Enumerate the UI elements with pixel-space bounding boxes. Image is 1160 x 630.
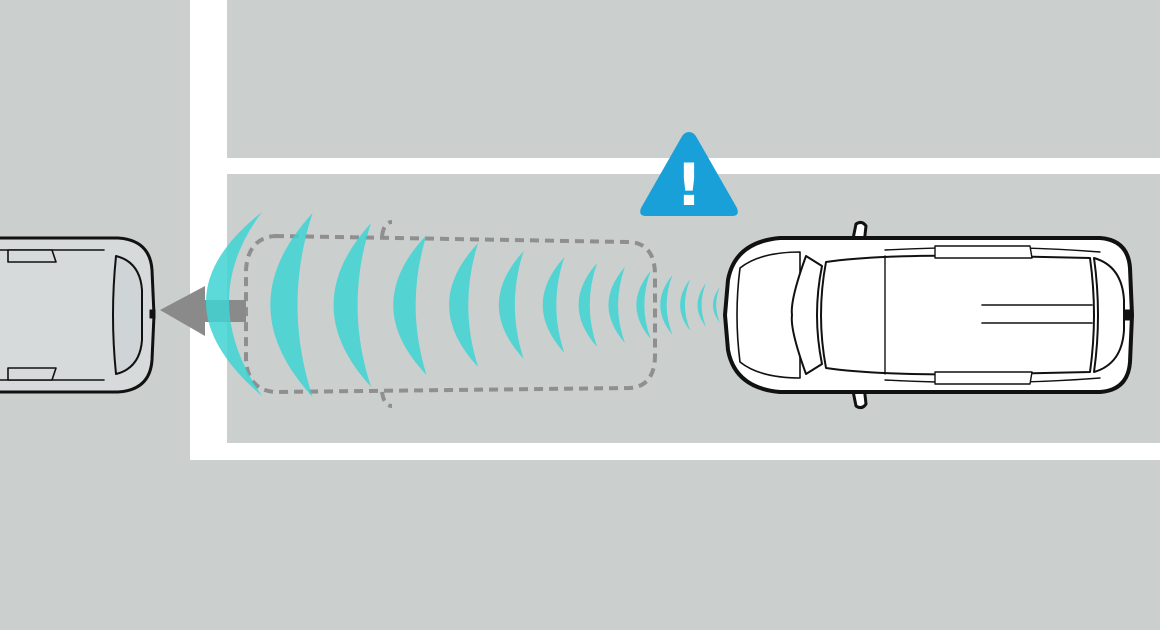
lane-line-horizontal-bottom: [190, 443, 1160, 460]
own-car-rear-window: [1093, 257, 1125, 373]
obstacle-car-mirror-top: [7, 249, 57, 263]
warning-triangle-icon: !: [640, 132, 738, 219]
parking-space-top: [227, 0, 1160, 158]
obstacle-car-bumper-mark: [149, 309, 156, 319]
warning-glyph: !: [676, 151, 702, 219]
arrow-left-icon: [160, 286, 246, 336]
own-car-roof-rails: [981, 304, 1093, 324]
own-car-hood: [736, 251, 801, 379]
sensor-waves: [206, 212, 720, 397]
lane-line-vertical-outer: [190, 0, 227, 460]
sensor-wave-arc-outer: [206, 212, 262, 396]
sensor-wave-arc: [270, 213, 313, 397]
sensor-wave-arc: [636, 271, 651, 339]
own-car-door-panels: [934, 245, 1033, 385]
sensor-wave-arc: [542, 257, 565, 353]
sensor-wave-arc: [578, 263, 598, 347]
sensor-wave-arc: [393, 235, 427, 375]
ghost-car-outline: [244, 220, 657, 408]
sensor-wave-arc: [449, 243, 479, 367]
obstacle-car-mirror-bottom: [7, 367, 57, 381]
sensor-wave-arc: [333, 223, 372, 387]
sensor-wave-arc: [498, 251, 524, 359]
own-car-rear-mark: [1123, 309, 1131, 321]
sensor-wave-arc: [712, 287, 720, 323]
sensor-wave-arc: [697, 283, 707, 327]
sensor-wave-arc: [660, 275, 673, 335]
sensor-wave-arc: [608, 267, 625, 343]
obstacle-car: [0, 236, 156, 394]
sensor-wave-arc: [680, 279, 691, 331]
own-car: [723, 220, 1134, 410]
obstacle-car-rear-window: [112, 255, 143, 375]
own-car-roof: [820, 254, 1095, 376]
own-car-windshield: [790, 255, 823, 375]
